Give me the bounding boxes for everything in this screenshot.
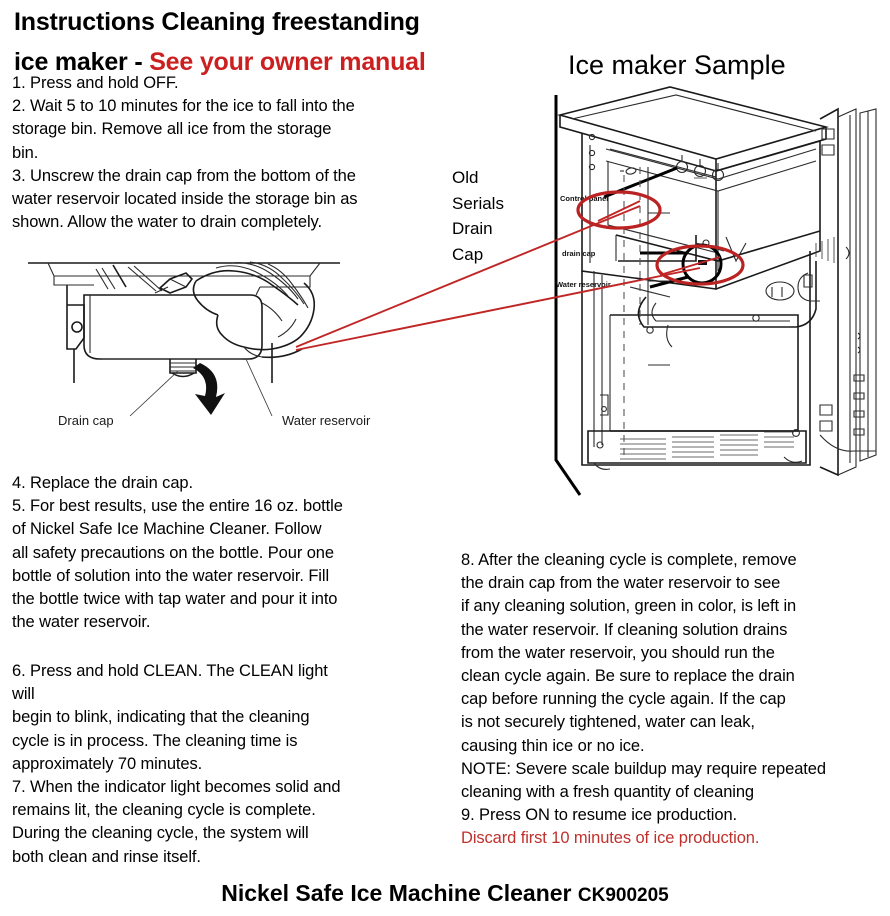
drain-cap-removal-illustration: Drain cap Water reservoir (28, 261, 371, 428)
page-title: Instructions Cleaning freestanding ice m… (14, 2, 494, 82)
page-title-line1: Instructions Cleaning freestanding (14, 8, 420, 36)
instruction-steps-8-9-black: 8. After the cleaning cycle is complete,… (461, 551, 826, 825)
callout-drain-cap: drain cap (562, 249, 596, 258)
open-door-panel (797, 107, 877, 477)
instruction-steps-8-9: 8. After the cleaning cycle is complete,… (461, 549, 886, 851)
hand-label-drain-cap: Drain cap (58, 413, 114, 428)
page-title-line2-black: ice maker - (14, 48, 150, 76)
ice-maker-cabinet-illustration: Control panel drain cap Water reservoir (554, 86, 877, 496)
ice-maker-sample-title: Ice maker Sample (568, 50, 786, 80)
product-name: Nickel Safe Ice Machine Cleaner (221, 880, 578, 906)
callout-control-panel: Control panel (560, 194, 608, 203)
instruction-steps-6-7: 6. Press and hold CLEAN. The CLEAN light… (12, 662, 341, 866)
product-code: CK900205 (577, 885, 669, 906)
product-footer: Nickel Safe Ice Machine Cleaner CK900205 (0, 880, 890, 907)
page-title-line2: ice maker - See your owner manual (14, 42, 494, 82)
control-panel-buttons (675, 155, 725, 182)
instruction-steps-4-5: 4. Replace the drain cap. 5. For best re… (12, 474, 343, 632)
callout-water-reservoir: Water reservoir (556, 280, 611, 289)
instruction-discard-warning: Discard first 10 minutes of ice producti… (461, 829, 760, 848)
hand-label-water-reservoir: Water reservoir (282, 413, 371, 428)
instruction-steps-1-3: 1. Press and hold OFF. 2. Wait 5 to 10 m… (12, 74, 358, 232)
page-title-red-emphasis: See your owner manual (149, 48, 426, 76)
vent-grille (620, 431, 794, 460)
